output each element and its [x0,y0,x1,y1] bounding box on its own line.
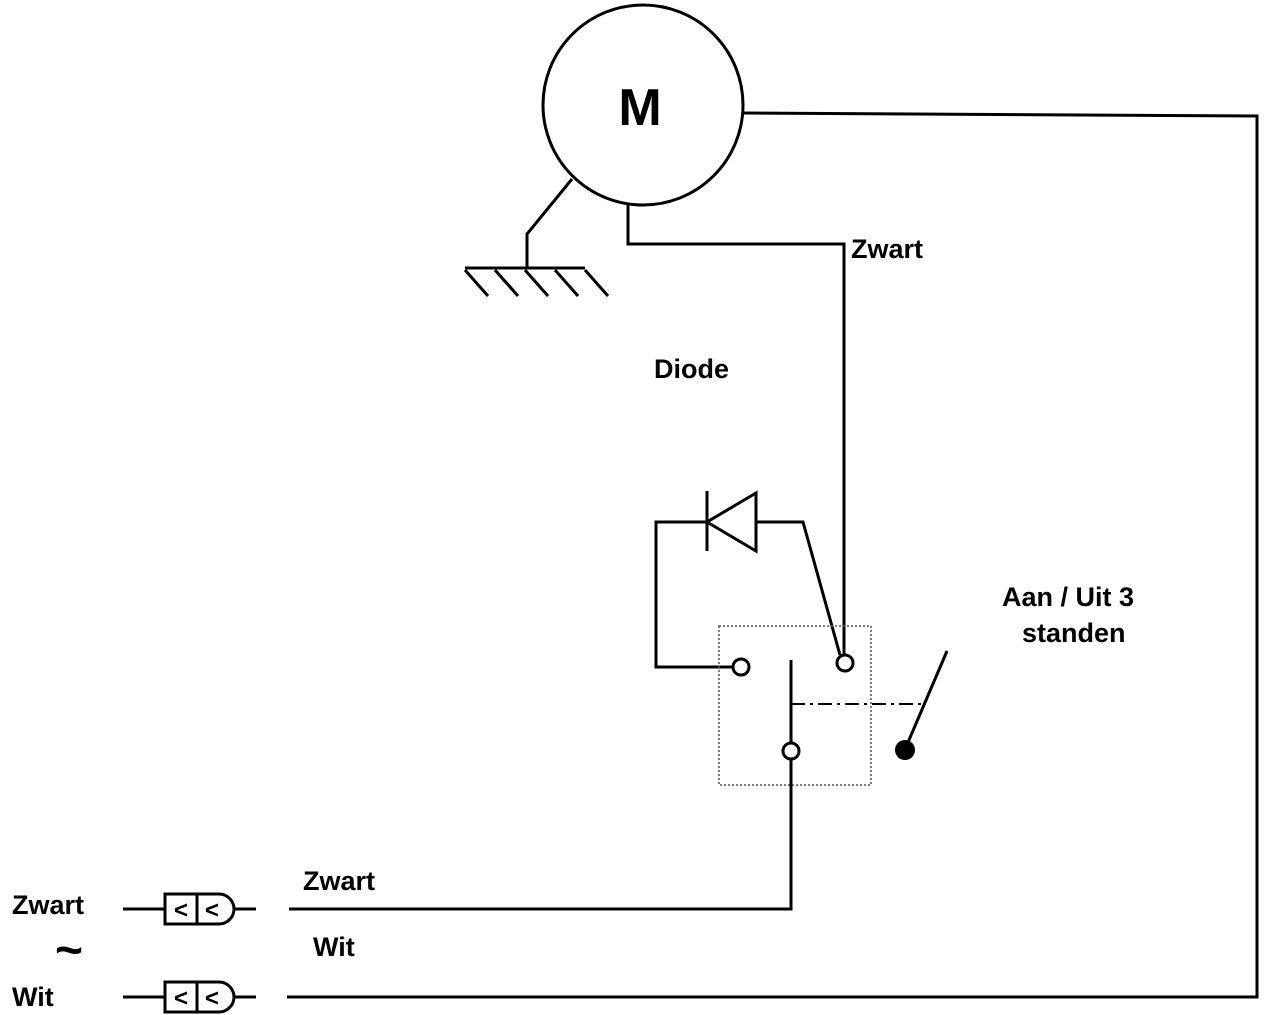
label-ac-symbol: ~ [55,924,83,977]
label-zwart-wire: Zwart [303,866,375,896]
connector-wit: < < [123,980,256,1014]
connector-zwart: < < [123,892,256,926]
switch-contact-left [731,657,751,677]
connector-glyph: < [174,985,188,1012]
label-switch-line2: standen [1022,618,1126,648]
label-zwart-motor: Zwart [851,234,923,264]
connector-glyph: < [205,897,219,924]
switch-lever-knob [895,740,915,760]
motor: M [541,3,745,207]
label-wit-wire: Wit [313,932,355,962]
connector-glyph: < [205,985,219,1012]
wire-ground [525,178,574,268]
label-zwart-input: Zwart [12,890,84,920]
wire-switch-zwart [289,759,793,911]
wire-motor-return [287,111,1259,999]
switch-lever [904,650,949,748]
switch-contact-right [835,653,855,673]
connector-glyph: < [174,897,188,924]
diode-symbol [654,490,842,669]
label-switch-line1: Aan / Uit 3 [1002,582,1134,612]
switch-contact-common [781,741,801,761]
ground-symbol [463,266,610,297]
switch-enclosure [718,625,872,786]
label-wit-input: Wit [12,982,54,1012]
motor-symbol: M [618,79,661,137]
wire-motor-zwart [626,205,846,655]
label-diode: Diode [654,354,729,384]
